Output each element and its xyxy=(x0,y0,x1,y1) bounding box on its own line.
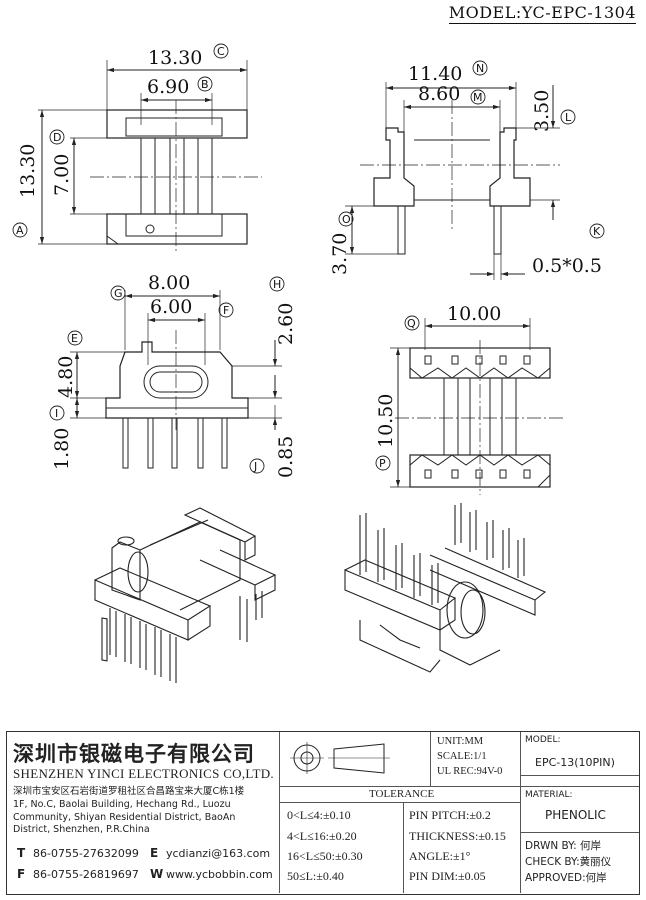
callout-h: H xyxy=(273,278,281,291)
web-label: W xyxy=(150,867,164,881)
unit: UNIT:MM xyxy=(437,736,484,747)
check-by: CHECK BY:黄丽仪 xyxy=(525,856,612,868)
dim-q-value: 10.00 xyxy=(447,303,501,325)
tolerance-left-2: 4<L≤16:±0.20 xyxy=(287,829,357,843)
callout-n: N xyxy=(476,62,484,75)
dim-b-value: 6.90 xyxy=(147,76,189,98)
company-phone: T 86-0755-27632099 xyxy=(17,846,139,860)
callout-k: K xyxy=(593,225,601,238)
callout-m: M xyxy=(473,91,483,104)
approved-by: APPROVED:何岸 xyxy=(525,872,607,884)
callout-f: F xyxy=(223,304,229,317)
view-front-left xyxy=(38,60,262,252)
model-header-label: MODEL: xyxy=(448,3,522,22)
dim-c-value: 13.30 xyxy=(148,47,202,69)
dim-g-value: 8.00 xyxy=(148,272,190,294)
tolerance-right-4: PIN DIM:±0.05 xyxy=(409,869,486,883)
dim-o-value: 3.70 xyxy=(329,233,351,275)
tolerance-left-1: 0<L≤4:±0.10 xyxy=(287,808,351,822)
callout-q: Q xyxy=(407,317,416,330)
callout-i: I xyxy=(55,407,58,420)
company-fax: F 86-0755-26819697 xyxy=(17,867,139,881)
dim-a-value: 13.30 xyxy=(17,144,39,198)
phone-label: T xyxy=(17,846,26,860)
dim-i-value: 1.80 xyxy=(51,428,73,470)
drawn-by: DRWN BY: 何岸 xyxy=(525,840,602,852)
material-value: PHENOLIC xyxy=(545,808,606,822)
callout-g: G xyxy=(114,287,123,300)
tolerance-left-3: 16<L≤50:±0.30 xyxy=(287,849,363,863)
dim-h-value: 2.60 xyxy=(275,303,297,345)
phone-value: 86-0755-27632099 xyxy=(33,847,139,860)
company-name-en: SHENZHEN YINCI ELECTRONICS CO,LTD. xyxy=(13,766,274,781)
model-header-value: YC-EPC-1304 xyxy=(521,3,636,22)
fax-value: 86-0755-26819697 xyxy=(33,868,139,881)
iso-view-right xyxy=(344,503,547,673)
callout-j: J xyxy=(253,460,257,473)
tolerance-left-4: 50≤L:±0.40 xyxy=(287,869,344,883)
dim-f-value: 6.00 xyxy=(150,296,192,318)
company-address-cn: 深圳市宝安区石岩街道罗租社区合昌路宝来大厦C栋1楼 xyxy=(13,786,245,797)
dim-m-value: 8.60 xyxy=(418,83,460,105)
tolerance-right-2: THICKNESS:±0.15 xyxy=(409,829,506,843)
company-name-cn: 深圳市银磁电子有限公司 xyxy=(13,742,255,766)
dim-j-value: 0.85 xyxy=(275,436,297,478)
fax-label: F xyxy=(17,867,26,881)
dim-n-value: 11.40 xyxy=(408,63,462,85)
dim-p-value: 10.50 xyxy=(375,394,397,448)
view-end-left xyxy=(70,290,282,469)
callout-c: C xyxy=(217,45,225,58)
callout-l: L xyxy=(565,111,572,124)
dim-d-value: 7.00 xyxy=(51,154,73,196)
tolerance-right-3: ANGLE:±1° xyxy=(409,849,471,863)
dim-e-value: 4.80 xyxy=(55,356,77,398)
web-value: www.ycbobbin.com xyxy=(166,868,273,881)
projection-symbol-icon xyxy=(290,742,390,774)
callout-b: B xyxy=(201,78,209,91)
email-label: E xyxy=(150,846,159,860)
callout-e: E xyxy=(71,332,78,345)
callout-o: O xyxy=(342,213,351,226)
dim-l-value: 3.50 xyxy=(531,90,553,132)
dim-k-value: 0.5*0.5 xyxy=(532,255,602,277)
view-bottom-right xyxy=(390,318,565,495)
callout-p: P xyxy=(379,457,386,470)
company-address-en: 1F, No.C, Baolai Building, Hechang Rd., … xyxy=(13,799,236,835)
email-value: ycdianzi@163.com xyxy=(166,847,271,860)
iso-view-left xyxy=(94,507,277,683)
model-box-value: EPC-13(10PIN) xyxy=(535,756,615,769)
ul-rec: UL REC:94V-0 xyxy=(437,766,503,777)
scale: SCALE:1/1 xyxy=(437,751,487,762)
callout-d: D xyxy=(53,131,61,144)
material-label: MATERIAL: xyxy=(525,790,573,800)
view-side-right xyxy=(345,82,560,280)
tolerance-right-1: PIN PITCH:±0.2 xyxy=(409,808,491,822)
title-block: 深圳市银磁电子有限公司 SHENZHEN YINCI ELECTRONICS C… xyxy=(6,731,640,895)
tolerance-title: TOLERANCE xyxy=(369,788,435,800)
callout-a: A xyxy=(16,224,24,237)
model-box-label: MODEL: xyxy=(525,735,561,745)
model-header: MODEL:YC-EPC-1304 xyxy=(448,3,636,24)
